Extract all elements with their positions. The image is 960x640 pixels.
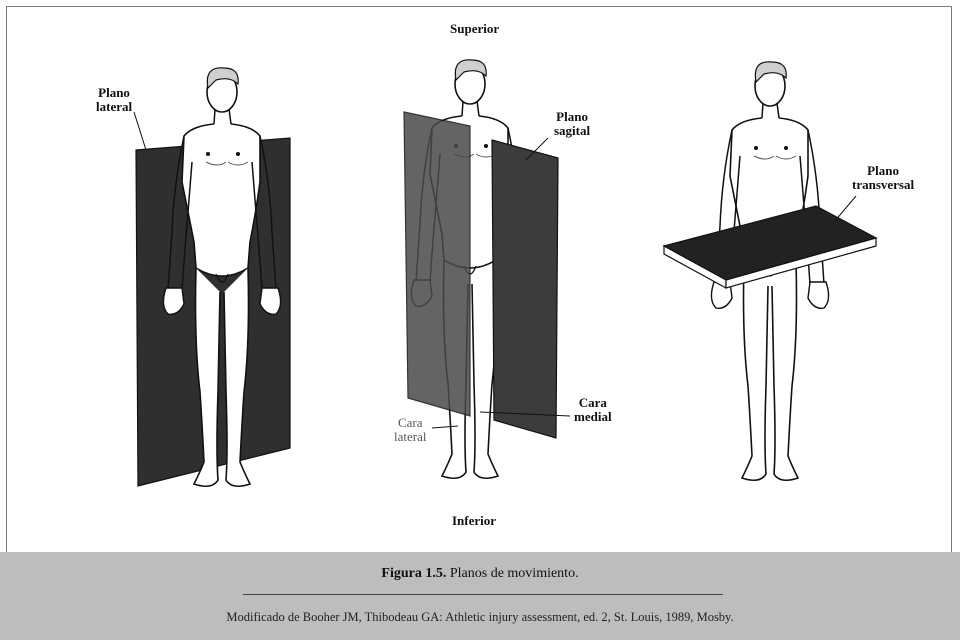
anatomical-planes-illustration: [0, 0, 960, 552]
figure-sagittal-plane: [404, 60, 570, 478]
figure-lateral-plane: [134, 68, 290, 486]
label-plano-transversal: Plano transversal: [852, 164, 914, 192]
label-plano-sagital-line2: sagital: [554, 124, 590, 138]
label-plano-sagital: Plano sagital: [554, 110, 590, 138]
label-plano-sagital-line1: Plano: [554, 110, 590, 124]
label-plano-lateral-line1: Plano: [96, 86, 132, 100]
label-inferior: Inferior: [452, 514, 496, 528]
label-cara-lateral-line1: Cara: [394, 416, 426, 430]
caption-divider: [243, 594, 723, 595]
caption-title: Figura 1.5. Planos de movimiento.: [0, 566, 960, 582]
caption-figure-title: Planos de movimiento.: [450, 566, 579, 581]
label-cara-medial: Cara medial: [574, 396, 612, 424]
sagittal-plane-back-shape: [492, 140, 558, 438]
label-plano-transversal-line1: Plano: [852, 164, 914, 178]
label-plano-lateral-line2: lateral: [96, 100, 132, 114]
label-cara-medial-line2: medial: [574, 410, 612, 424]
lateral-plane-pointer: [134, 112, 146, 150]
label-superior: Superior: [450, 22, 499, 36]
sagittal-plane-shape: [404, 112, 470, 416]
figure-caption: Figura 1.5. Planos de movimiento. Modifi…: [0, 552, 960, 640]
caption-figure-number: Figura 1.5.: [381, 566, 446, 581]
label-cara-lateral-line2: lateral: [394, 430, 426, 444]
caption-source: Modificado de Booher JM, Thibodeau GA: A…: [0, 610, 960, 625]
transverse-plane-pointer: [834, 196, 856, 222]
label-cara-medial-line1: Cara: [574, 396, 612, 410]
figure-transverse-plane: [664, 62, 876, 480]
label-plano-lateral: Plano lateral: [96, 86, 132, 114]
label-cara-lateral: Cara lateral: [394, 416, 426, 444]
label-plano-transversal-line2: transversal: [852, 178, 914, 192]
